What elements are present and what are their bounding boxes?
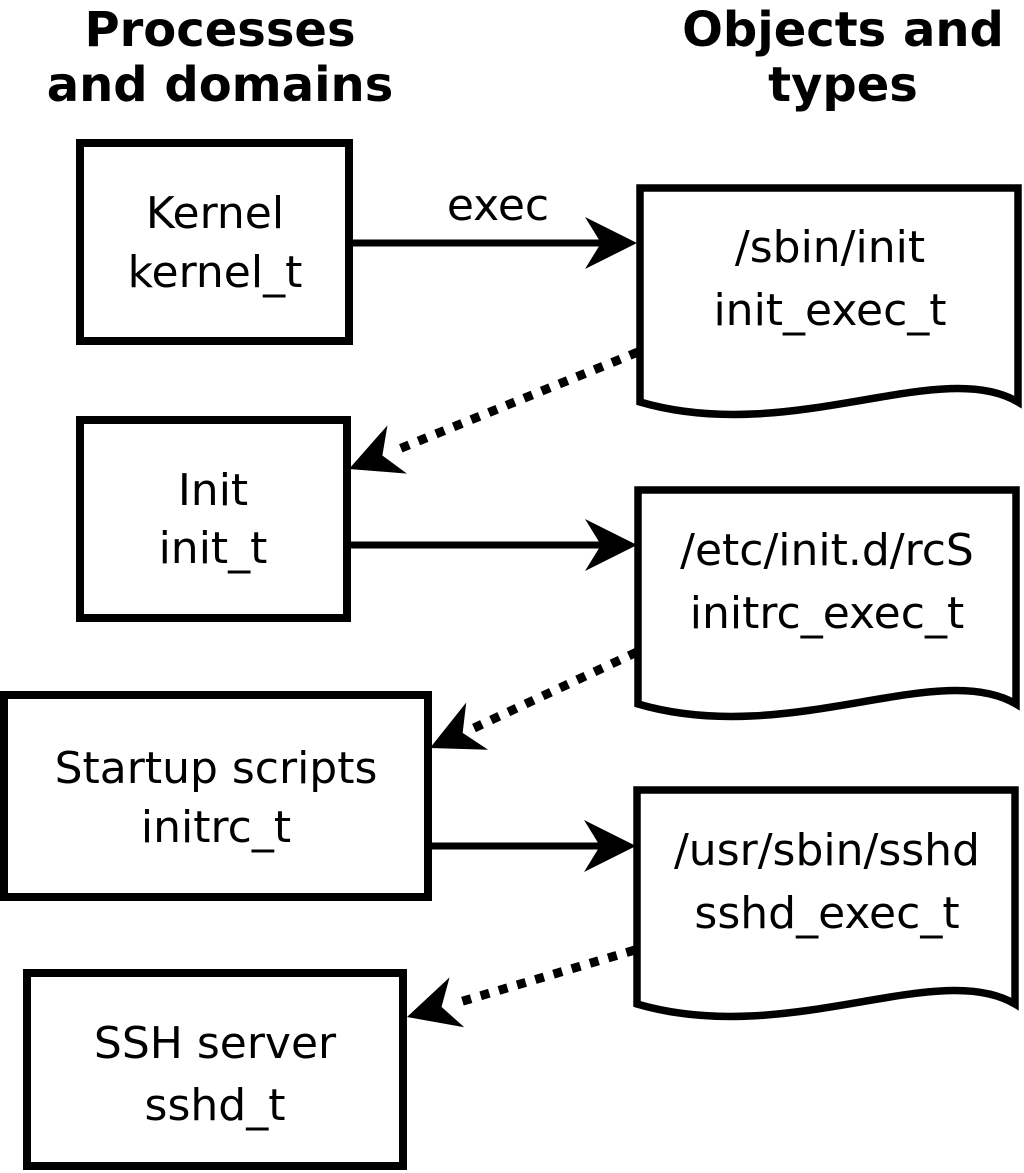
object-type: init_exec_t xyxy=(713,285,946,336)
transition-arrowhead xyxy=(407,977,465,1028)
process-domain: initrc_t xyxy=(141,802,291,853)
transition-arrowhead xyxy=(349,425,407,474)
process-box-init: Init init_t xyxy=(76,416,351,622)
exec-arrow-kernel-to-sbin-init: exec xyxy=(349,180,637,269)
object-doc-etc-init-d-rcs: /etc/init.d/rcS initrc_exec_t xyxy=(634,486,1020,721)
transition-arrow-line xyxy=(472,647,639,733)
document-shape xyxy=(633,786,1019,1021)
exec-arrow-startup-to-sshd xyxy=(428,820,636,872)
object-path: /etc/init.d/rcS xyxy=(680,525,974,576)
document-shape xyxy=(636,184,1022,419)
document-shape xyxy=(634,486,1020,721)
transition-arrowhead xyxy=(430,702,489,750)
process-label: Init xyxy=(178,465,248,516)
left-header-line1: Processes xyxy=(84,2,355,58)
right-header-line1: Objects and xyxy=(682,2,1004,58)
process-box-ssh-server: SSH server sshd_t xyxy=(23,969,407,1170)
object-path: /sbin/init xyxy=(735,222,925,273)
exec-arrowhead xyxy=(585,217,637,269)
exec-arrow-init-to-rcs xyxy=(347,519,637,571)
transition-arrow-sbin-init-to-init-domain xyxy=(349,347,640,474)
exec-arrowhead xyxy=(585,519,637,571)
process-label: Kernel xyxy=(146,188,284,239)
left-header-line2: and domains xyxy=(47,57,394,113)
process-label: Startup scripts xyxy=(55,743,378,794)
left-column-header: Processes and domains xyxy=(47,2,394,113)
exec-arrow-label: exec xyxy=(447,180,549,231)
transition-arrow-line xyxy=(451,945,637,1009)
process-label: SSH server xyxy=(94,1018,337,1069)
process-domain: init_t xyxy=(159,523,268,574)
process-domain: kernel_t xyxy=(128,247,303,298)
exec-arrowhead xyxy=(584,820,636,872)
process-box-rect xyxy=(76,416,351,622)
object-path: /usr/sbin/sshd xyxy=(674,825,980,876)
right-header-line2: types xyxy=(768,57,918,113)
process-box-rect xyxy=(23,969,407,1170)
right-column-header: Objects and types xyxy=(682,2,1004,113)
process-domain: sshd_t xyxy=(145,1080,286,1131)
transition-arrow-line xyxy=(392,347,640,456)
object-doc-sbin-init: /sbin/init init_exec_t xyxy=(636,184,1022,419)
transition-arrow-sshd-to-sshd-domain xyxy=(407,945,637,1028)
object-type: sshd_exec_t xyxy=(694,888,959,939)
process-box-startup-scripts: Startup scripts initrc_t xyxy=(0,691,432,901)
process-box-kernel: Kernel kernel_t xyxy=(76,139,353,345)
object-doc-usr-sbin-sshd: /usr/sbin/sshd sshd_exec_t xyxy=(633,786,1019,1021)
object-type: initrc_exec_t xyxy=(690,588,964,639)
process-box-rect xyxy=(0,691,432,901)
process-box-rect xyxy=(76,139,353,345)
transition-arrow-rcs-to-initrc-domain xyxy=(430,647,639,750)
